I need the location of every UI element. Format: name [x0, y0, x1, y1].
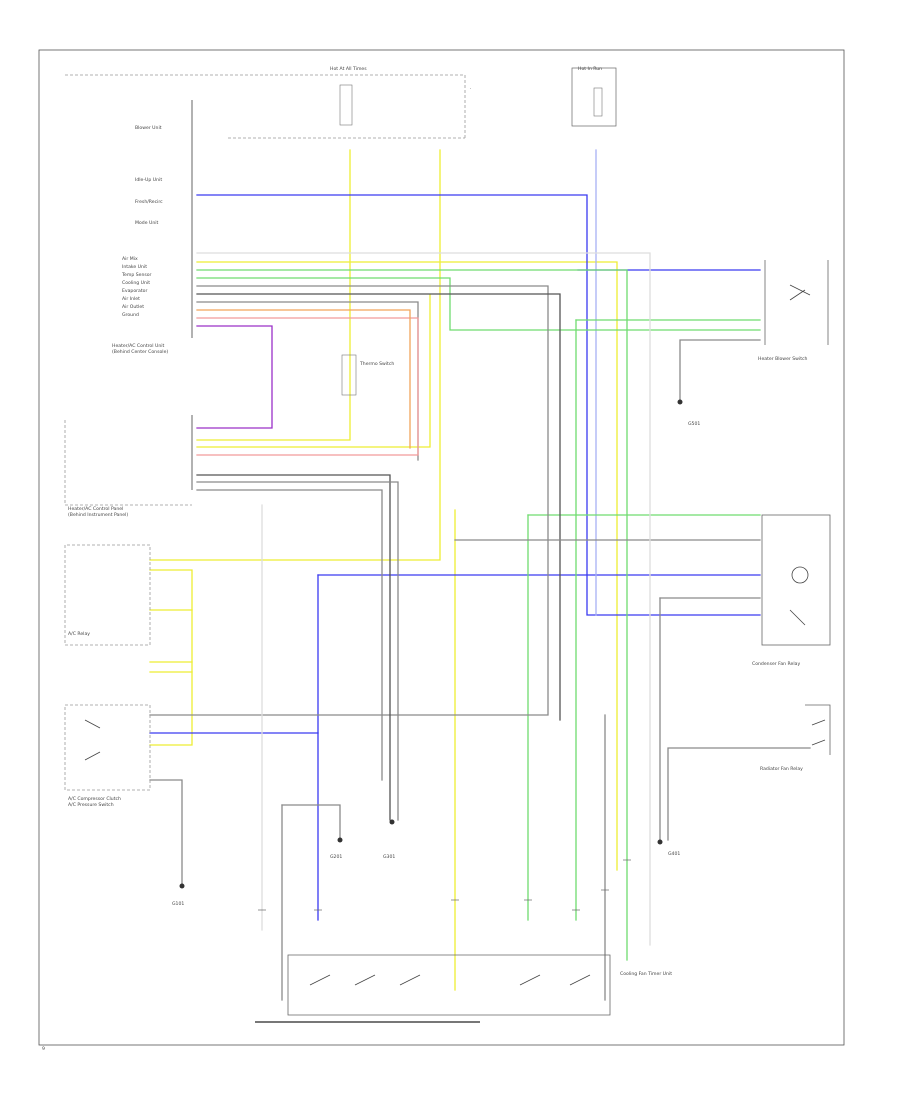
timer-unit-contacts: [309, 974, 591, 986]
wire-gray-9: [679, 339, 761, 401]
ac-pressure-switch-contacts: [811, 719, 826, 746]
ground-label-4: G501: [688, 421, 700, 427]
wire-gray-12: [281, 804, 341, 841]
left-labels: Blower Unit Idle-Up Unit Fresh/Recirc Mo…: [121, 125, 163, 318]
label-9: Air Inlet: [122, 296, 140, 302]
ac-pressure-switch-outline: [805, 704, 831, 755]
wire-dark-1: [196, 293, 561, 721]
control-unit-sub: (Behind Center Console): [112, 349, 168, 355]
label-1: Idle-Up Unit: [135, 177, 162, 183]
wire-yellow-5: [196, 261, 618, 871]
label-0: Blower Unit: [135, 125, 162, 131]
heater-blower-label: Heater Blower Switch: [758, 356, 808, 362]
fuse-1: [339, 84, 353, 126]
relay-coil-icon: [791, 566, 809, 584]
wire-yellow-4: [149, 609, 193, 673]
ground-label-1: G201: [330, 854, 342, 860]
blower-switch-outline: [764, 260, 829, 345]
compressor-switch-contacts: [84, 719, 101, 761]
label-2: Fresh/Recirc: [135, 199, 163, 205]
fuse-label-1: Hot At All Times: [330, 66, 367, 72]
wire-yellow-6: [196, 294, 431, 448]
label-11: Ground: [122, 312, 139, 318]
compressor-block-outline: [64, 704, 151, 791]
radiator-fan-label: Radiator Fan Relay: [760, 766, 803, 772]
wire-green-2: [196, 277, 761, 331]
lower-control-sub: (Behind Instrument Panel): [68, 512, 128, 518]
ground-label-3: G401: [668, 851, 680, 857]
lower-control-outline: [64, 420, 192, 506]
label-10: Air Outlet: [122, 304, 144, 310]
relay-switch-contact: [789, 609, 806, 626]
ground-label-0: G101: [172, 901, 184, 907]
ground-label-2: G301: [383, 854, 395, 860]
wire-gray-4: [196, 489, 383, 781]
wire-yellow-1: [196, 149, 351, 441]
condenser-fan-label: Condenser Fan Relay: [752, 661, 800, 667]
label-7: Cooling Unit: [122, 280, 150, 286]
thermo-switch-label: Thermo Switch: [359, 361, 394, 367]
wire-green-1: [196, 269, 628, 961]
label-6: Temp Sensor: [121, 272, 152, 278]
corner-code: 9: [42, 1046, 45, 1052]
relay-block-outline: [64, 544, 151, 646]
condenser-fan-relay-box: [761, 514, 831, 646]
wire-blue-1: [196, 194, 761, 616]
thermo-switch: [341, 354, 357, 396]
label-5: Intake Unit: [122, 264, 147, 270]
wire-gray-10: [667, 747, 811, 841]
ground-symbols: [179, 399, 683, 889]
ac-compressor-label: A/C Pressure Switch: [68, 802, 114, 808]
ac-relay-label: A/C Relay: [68, 631, 90, 637]
wire-lightgray-2: [196, 252, 651, 946]
wire-gray-13: [149, 779, 183, 886]
wire-gray-3: [196, 481, 399, 821]
fuse-box-2: [571, 67, 617, 127]
ground-icon: [179, 883, 185, 889]
label-4: Air Mix: [122, 256, 138, 262]
timer-unit-outline: [287, 954, 611, 1016]
control-unit-label: Heater/AC Control Unit: [112, 343, 165, 349]
bottom-connector-ticks: [258, 859, 631, 911]
diagram-border: [38, 49, 845, 1046]
fuse-label-2: Hot In Run: [578, 66, 602, 72]
wire-yellow-2: [149, 149, 441, 561]
fuse-block-caption: ·: [470, 87, 471, 92]
bottom-block-label: Cooling Fan Timer Unit: [620, 971, 672, 977]
wire-purple-1: [196, 325, 273, 429]
ground-icon: [657, 839, 663, 845]
wire-orange-1: [196, 309, 411, 449]
ground-icon: [389, 819, 395, 825]
wire-dark-2: [196, 474, 391, 821]
label-3: Mode Unit: [135, 220, 159, 226]
label-8: Evaporator: [122, 288, 147, 294]
ground-icon: [677, 399, 683, 405]
fuse-box-outline: [65, 74, 466, 139]
wire-pink-1: [196, 317, 419, 456]
blower-switch-contacts: [789, 284, 811, 301]
wire-gray-1: [149, 285, 549, 716]
lower-control-label: Heater/AC Control Panel: [68, 506, 123, 512]
wire-yellow-3: [149, 569, 193, 746]
fuse-2: [593, 87, 603, 117]
compressor-clutch-label: A/C Compressor Clutch: [68, 796, 121, 802]
ground-icon: [337, 837, 343, 843]
